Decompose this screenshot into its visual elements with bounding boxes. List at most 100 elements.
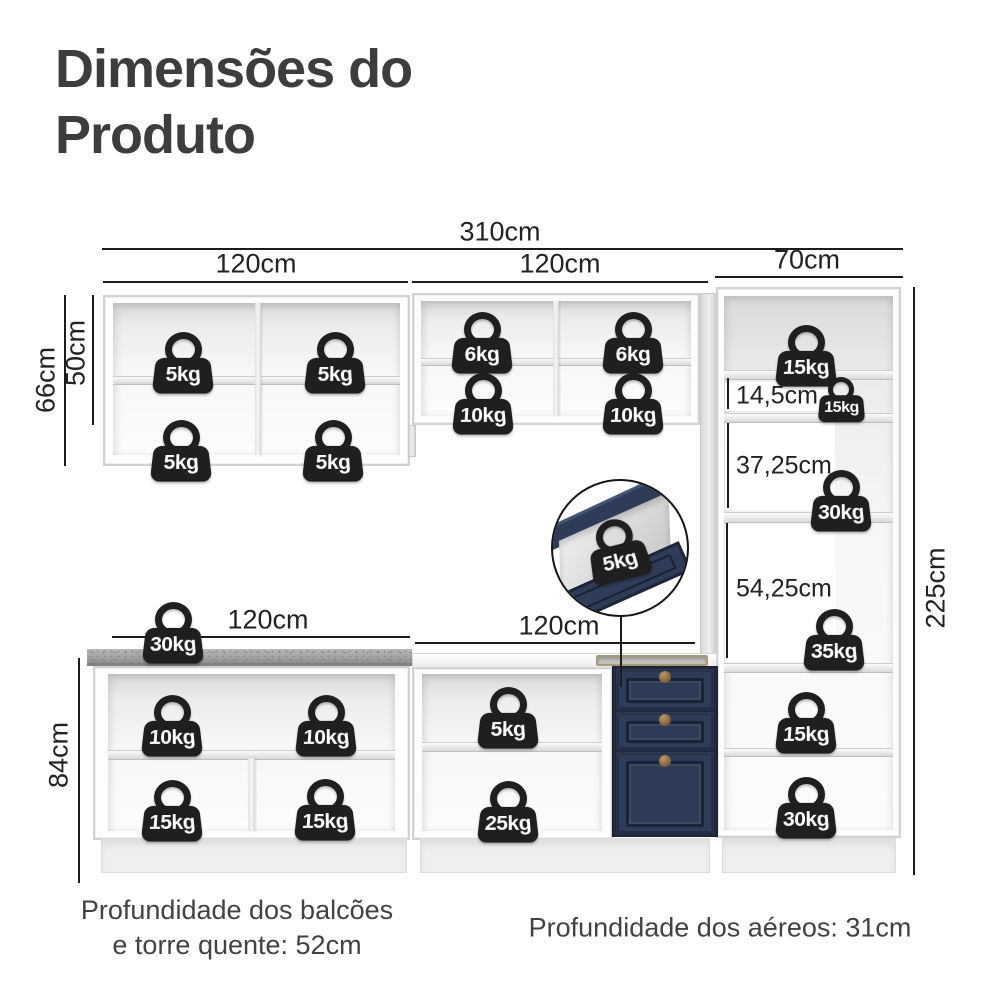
weight-body: 15kg xyxy=(293,804,357,841)
weight-label: 6kg xyxy=(463,343,501,366)
weight-label: 15kg xyxy=(782,723,830,746)
drawer-1 xyxy=(616,669,714,710)
weight-label: 30kg xyxy=(817,501,865,524)
weight-icon: 10kg xyxy=(451,373,515,435)
dimension-aereo-left-height: 66cm xyxy=(30,346,61,414)
left-counter-plinth xyxy=(101,838,407,873)
weight-body: 6kg xyxy=(601,337,665,374)
weight-label: 6kg xyxy=(614,343,652,366)
dimension-tower-slot2: 37,25cm xyxy=(733,451,835,481)
dimension-total-width: 310cm xyxy=(459,216,541,247)
weight-body: 15kg xyxy=(817,395,865,423)
weight-label: 15kg xyxy=(148,811,196,834)
dimension-balcao-height: 84cm xyxy=(43,721,74,789)
weight-body: 10kg xyxy=(140,720,204,757)
dimension-line-tower-width xyxy=(715,276,903,278)
weight-label: 30kg xyxy=(782,808,830,831)
weight-body: 5kg xyxy=(149,445,213,482)
weight-label: 30kg xyxy=(149,633,197,656)
footnote-aereos-depth: Profundidade dos aéreos: 31cm xyxy=(528,912,912,943)
weight-label: 10kg xyxy=(302,726,350,749)
dimension-line-balcao-height xyxy=(78,658,80,883)
dimension-tower-height: 225cm xyxy=(920,547,951,629)
weight-icon: 5kg xyxy=(476,687,540,749)
weight-label: 5kg xyxy=(164,363,202,386)
weight-body: 5kg xyxy=(301,445,365,482)
dimension-line-balcao-mid xyxy=(415,642,695,644)
tower-side-panel xyxy=(700,293,717,660)
dimension-aereo-inner-height: 50cm xyxy=(60,319,91,387)
drawer-3-knob xyxy=(659,755,671,767)
weight-body: 15kg xyxy=(774,717,838,754)
weight-body: 30kg xyxy=(774,802,838,839)
dimension-aereo-mid-width: 120cm xyxy=(519,248,601,279)
sink-inset xyxy=(596,655,708,666)
dimension-line-aereo-mid xyxy=(412,281,708,283)
weight-icon: 25kg xyxy=(476,781,540,843)
weight-label: 5kg xyxy=(314,451,352,474)
middle-counter-plinth xyxy=(420,838,710,873)
weight-icon: 30kg xyxy=(774,777,838,839)
dimension-tower-width: 70cm xyxy=(773,244,841,275)
drawer-3-panel xyxy=(626,761,704,827)
dimension-aereo-left-width: 120cm xyxy=(215,248,297,279)
weight-body: 10kg xyxy=(601,398,665,435)
weight-body: 6kg xyxy=(450,337,514,374)
weight-icon: 5kg xyxy=(301,420,365,482)
dimension-tower-slot3: 54,25cm xyxy=(733,574,835,604)
dimension-line-balcao-left xyxy=(112,636,410,638)
weight-label: 5kg xyxy=(316,363,354,386)
weight-icon: 10kg xyxy=(601,373,665,435)
weight-icon: 15kg xyxy=(817,377,865,423)
upper-middle-cabinet-left-stile xyxy=(408,425,416,457)
dimension-balcao-mid-width: 120cm xyxy=(518,610,600,641)
drawer-3 xyxy=(616,752,714,834)
weight-icon: 6kg xyxy=(450,312,514,374)
weight-icon: 15kg xyxy=(293,779,357,841)
weight-body: 5kg xyxy=(151,357,215,394)
weight-icon: 15kg xyxy=(774,325,838,387)
weight-label: 25kg xyxy=(484,812,532,835)
dimension-line-tower-slot1 xyxy=(727,378,729,409)
dimension-line-tower-height xyxy=(913,287,915,875)
weight-body: 30kg xyxy=(809,495,873,532)
dimension-line-total-width xyxy=(102,248,903,250)
dimension-line-aereo-left-height xyxy=(64,295,66,466)
weight-label: 5kg xyxy=(162,451,200,474)
weight-icon: 35kg xyxy=(802,609,866,671)
weight-label: 15kg xyxy=(301,810,349,833)
weight-icon: 15kg xyxy=(140,780,204,842)
dimension-balcao-left-width: 120cm xyxy=(227,604,309,635)
upper-middle-cabinet-divider xyxy=(553,301,559,416)
weight-icon: 30kg xyxy=(141,602,205,664)
weight-icon: 10kg xyxy=(294,695,358,757)
weight-label: 10kg xyxy=(148,726,196,749)
dimension-line-aereo-inner-height xyxy=(92,295,94,425)
tower-shelf-3 xyxy=(724,512,893,523)
weight-body: 10kg xyxy=(451,398,515,435)
weight-label: 5kg xyxy=(601,546,641,577)
dimension-line-tower-slot3 xyxy=(726,523,728,658)
weight-label: 5kg xyxy=(489,718,527,741)
weight-body: 5kg xyxy=(303,357,367,394)
dimension-line-tower-slot2 xyxy=(727,423,729,508)
drawer-1-knob xyxy=(659,671,671,683)
page-title-line1: Dimensões do xyxy=(55,39,413,99)
weight-icon: 6kg xyxy=(601,312,665,374)
footnote-counters-depth-line2: e torre quente: 52cm xyxy=(112,930,362,960)
drawer-zoom-inset xyxy=(551,479,689,617)
drawer-2 xyxy=(616,712,714,750)
weight-icon: 10kg xyxy=(140,695,204,757)
weight-icon: 5kg xyxy=(303,332,367,394)
footnote-counters-depth-line1: Profundidade dos balcões xyxy=(80,895,394,925)
tower-plinth xyxy=(722,838,896,873)
weight-body: 25kg xyxy=(476,806,540,843)
weight-label: 10kg xyxy=(459,404,507,427)
weight-icon: 5kg xyxy=(151,332,215,394)
footnote-counters-depth: Profundidade dos balcões e torre quente:… xyxy=(81,893,393,963)
drawer-unit xyxy=(613,667,717,836)
tower-shelf-2 xyxy=(724,413,893,423)
weight-body: 5kg xyxy=(476,712,540,749)
drawer-2-knob xyxy=(659,714,671,726)
